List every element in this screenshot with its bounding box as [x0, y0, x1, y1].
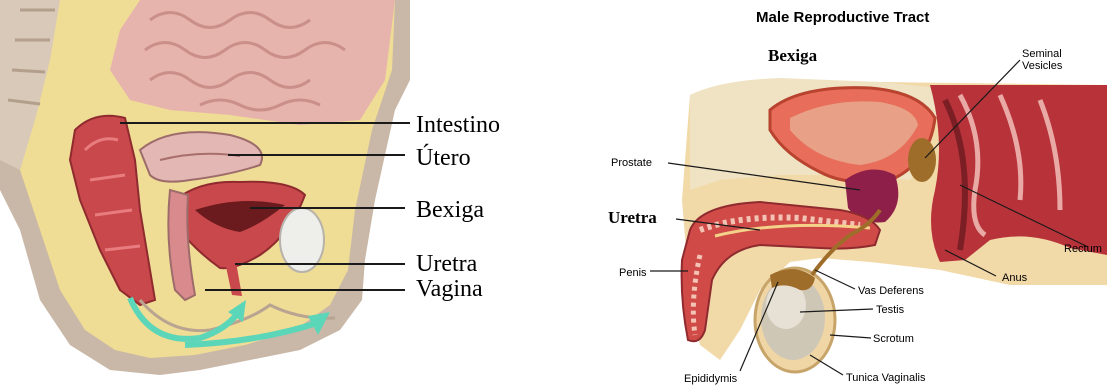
leader-scrotum	[830, 335, 871, 338]
label-tunica-vaginalis: Tunica Vaginalis	[846, 372, 926, 384]
label-rectum: Rectum	[1064, 243, 1102, 255]
label-vas-deferens: Vas Deferens	[858, 285, 924, 297]
male-tract-illustration: Male Reproductive Tract	[608, 9, 1107, 385]
label-uretra-male: Uretra	[608, 208, 657, 227]
label-prostate: Prostate	[611, 157, 652, 169]
label-intestino: Intestino	[416, 112, 500, 138]
label-bexiga-male: Bexiga	[768, 46, 818, 65]
label-epididymis: Epididymis	[684, 373, 738, 385]
label-testis: Testis	[876, 304, 905, 316]
male-title: Male Reproductive Tract	[756, 9, 929, 26]
label-vagina: Vagina	[416, 276, 483, 302]
label-anus: Anus	[1002, 272, 1028, 284]
pubic-bone	[280, 208, 324, 272]
label-seminal-1: Seminal	[1022, 48, 1062, 60]
label-penis: Penis	[619, 267, 647, 279]
label-bexiga-female: Bexiga	[416, 197, 484, 223]
label-uretra-female: Uretra	[416, 251, 478, 277]
female-pelvis-illustration: Intestino Útero Bexiga Uretra Vagina	[0, 0, 500, 375]
label-utero: Útero	[416, 144, 471, 171]
label-seminal-2: Vesicles	[1022, 60, 1063, 72]
label-scrotum: Scrotum	[873, 333, 914, 345]
seminal-vesicle	[908, 138, 936, 182]
